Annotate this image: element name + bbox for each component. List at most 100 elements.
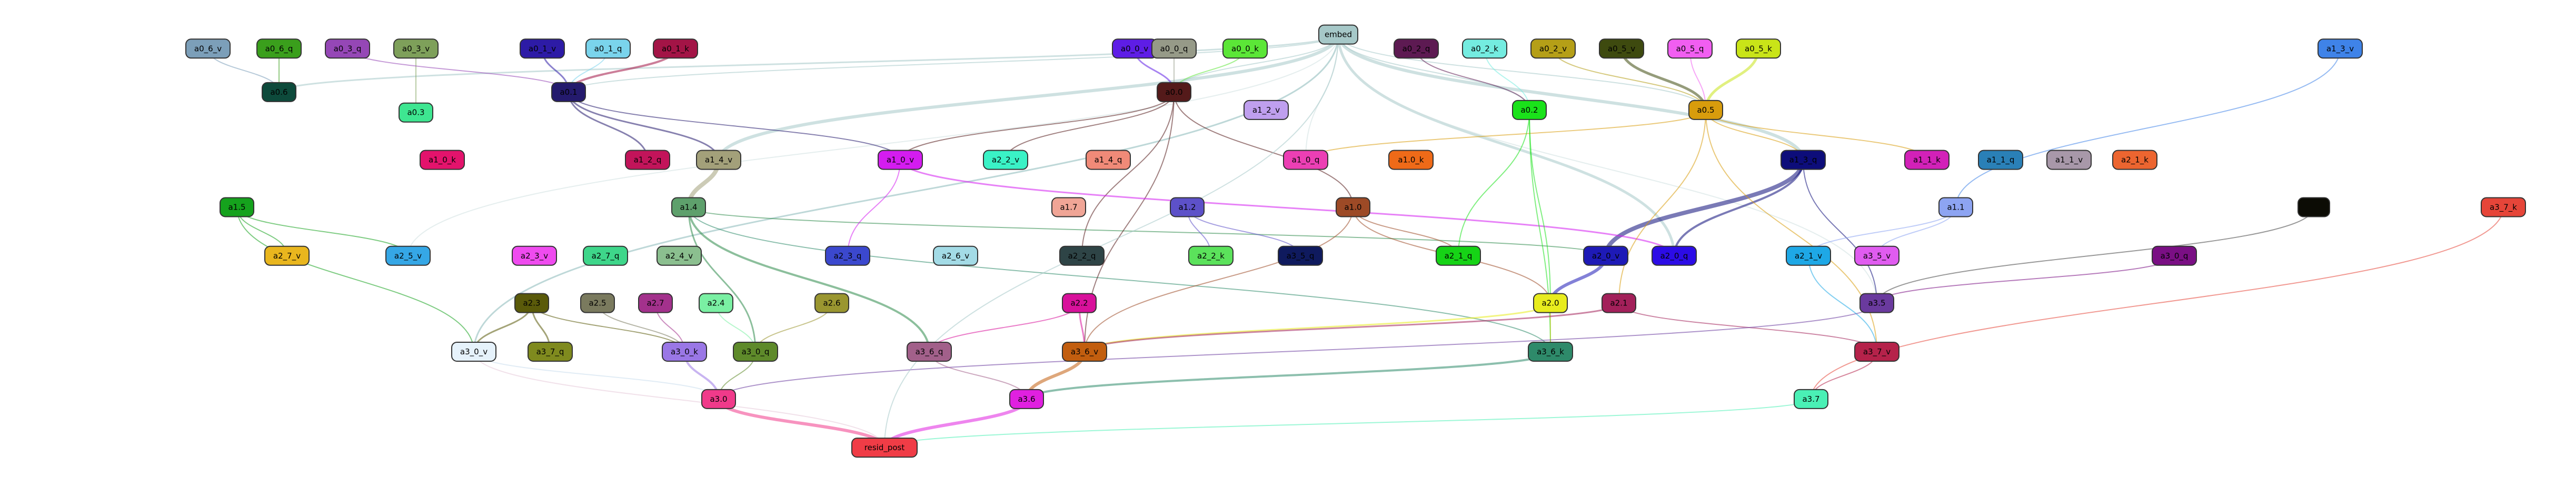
- node-a2-2-v[interactable]: a2_2_v: [983, 150, 1028, 170]
- node-a0-1-v[interactable]: a0_1_v: [520, 38, 565, 59]
- node-a2-3-q[interactable]: a2_3_q: [825, 245, 870, 266]
- node-a1-1-q[interactable]: a1_1_q: [1978, 150, 2023, 170]
- node-a0-0-q[interactable]: a0_0_q: [1151, 38, 1197, 59]
- node-embed[interactable]: embed: [1318, 24, 1358, 45]
- node-a1-1-k[interactable]: a1_1_k: [1904, 150, 1950, 170]
- node-a1-4-v[interactable]: a1_4_v: [696, 150, 741, 170]
- node-a2-7-q[interactable]: a2_7_q: [583, 245, 628, 266]
- node-box: [399, 102, 433, 123]
- node-a1-0[interactable]: a1.0: [1336, 197, 1370, 217]
- node-a1-1-v[interactable]: a1_1_v: [2046, 150, 2092, 170]
- node-a3-0-q2[interactable]: a3_0_q: [733, 341, 778, 362]
- edge-a1_0_v-to-a2_3_q: [847, 160, 901, 256]
- node-a2-6[interactable]: a2.6: [814, 293, 849, 313]
- node-a0-5-k[interactable]: a0_5_k: [1736, 38, 1781, 59]
- node-a3-6-v[interactable]: a3_6_v: [1062, 341, 1107, 362]
- node-a3-7[interactable]: a3.7: [1794, 389, 1828, 409]
- node-a1-5[interactable]: a1.5: [220, 197, 254, 217]
- edge-a1_0_v-to-a2_0_q: [899, 160, 1675, 256]
- node-a1-2-q[interactable]: a1_2_q: [625, 150, 670, 170]
- node-a0-0[interactable]: a0.0: [1157, 82, 1191, 102]
- node-a3-0[interactable]: a3.0: [701, 389, 736, 409]
- node-a3-6-q[interactable]: a3_6_q: [907, 341, 952, 362]
- node-a2-3[interactable]: a2.3: [514, 293, 549, 313]
- node-a2-5-v[interactable]: a2_5_v: [385, 245, 431, 266]
- node-a3-5[interactable]: a3.5: [1859, 293, 1894, 313]
- node-dark-box[interactable]: [2297, 197, 2330, 217]
- node-a2-4-v[interactable]: a2_4_v: [657, 245, 702, 266]
- node-a2-2-k[interactable]: a2_2_k: [1188, 245, 1234, 266]
- node-a2-1-q[interactable]: a2_1_q: [1436, 245, 1481, 266]
- node-resid-post[interactable]: resid_post: [851, 438, 918, 458]
- node-box: [1436, 245, 1481, 266]
- node-a1-0-q[interactable]: a1_0_q: [1283, 150, 1328, 170]
- node-a1-1[interactable]: a1.1: [1938, 197, 1973, 217]
- node-a2-1-k[interactable]: a2_1_k: [2112, 150, 2157, 170]
- node-a0-5-v[interactable]: a0_5_v: [1599, 38, 1644, 59]
- node-a2-2-q[interactable]: a2_2_q: [1059, 245, 1105, 266]
- node-a0-5-q[interactable]: a0_5_q: [1667, 38, 1713, 59]
- node-a3-7-k[interactable]: a3_7_k: [2481, 197, 2526, 217]
- node-a2-1-v[interactable]: a2_1_v: [1786, 245, 1831, 266]
- node-a2-7-v[interactable]: a2_7_v: [264, 245, 310, 266]
- node-a3-7-q[interactable]: a3_7_q: [528, 341, 573, 362]
- node-box: [2481, 197, 2526, 217]
- node-a0-6-q[interactable]: a0_6_q: [256, 38, 302, 59]
- edge-a0_1-to-a1_2_q: [568, 92, 649, 160]
- node-label: a2_2_v: [992, 155, 1019, 165]
- node-a3-7-v[interactable]: a3_7_v: [1854, 341, 1899, 362]
- node-label: a0_6_q: [265, 44, 293, 54]
- node-a3-6[interactable]: a3.6: [1009, 389, 1044, 409]
- node-box: [933, 245, 978, 266]
- node-a1-0-k2[interactable]: a1.0_k: [1388, 150, 1434, 170]
- node-a0-2-k[interactable]: a0_2_k: [1462, 38, 1507, 59]
- node-a0-2-q[interactable]: a0_2_q: [1394, 38, 1439, 59]
- node-a1-3-q[interactable]: a1_3_q: [1781, 150, 1826, 170]
- node-a2-4[interactable]: a2.4: [699, 293, 733, 313]
- node-box: [1462, 38, 1507, 59]
- node-a0-5[interactable]: a0.5: [1688, 100, 1723, 120]
- node-a1-0-v[interactable]: a1_0_v: [878, 150, 923, 170]
- node-a3-5-q[interactable]: a3_5_q: [1278, 245, 1323, 266]
- edge-a0_5_v-to-a0_5: [1620, 48, 1707, 111]
- node-a0-3-v[interactable]: a0_3_v: [393, 38, 439, 59]
- node-a1-4-q[interactable]: a1_4_q: [1086, 150, 1131, 170]
- node-a0-3[interactable]: a0.3: [399, 102, 433, 123]
- node-a3-0-q[interactable]: a3_0_q: [2152, 245, 2197, 266]
- node-a0-6[interactable]: a0.6: [262, 82, 296, 102]
- node-a2-7[interactable]: a2.7: [638, 293, 673, 313]
- node-a0-0-v[interactable]: a0_0_v: [1112, 38, 1157, 59]
- node-a2-6-v[interactable]: a2_6_v: [933, 245, 978, 266]
- node-a2-1[interactable]: a2.1: [1602, 293, 1636, 313]
- node-a0-2[interactable]: a0.2: [1512, 100, 1547, 120]
- node-a0-1[interactable]: a0.1: [551, 82, 586, 102]
- node-a2-0-v[interactable]: a2_0_v: [1583, 245, 1628, 266]
- node-a2-2[interactable]: a2.2: [1062, 293, 1097, 313]
- node-a0-2-v[interactable]: a0_2_v: [1530, 38, 1576, 59]
- node-a1-2-v[interactable]: a1_2_v: [1244, 100, 1289, 120]
- node-a3-5-v[interactable]: a3_5_v: [1854, 245, 1899, 266]
- node-a3-0-v[interactable]: a3_0_v: [451, 341, 496, 362]
- node-a1-3-v[interactable]: a1_3_v: [2318, 38, 2363, 59]
- node-a3-0-k[interactable]: a3_0_k: [662, 341, 707, 362]
- node-label: a2_5_v: [394, 251, 422, 261]
- node-a0-1-q[interactable]: a0_1_q: [585, 38, 631, 59]
- node-a1-2[interactable]: a1.2: [1170, 197, 1205, 217]
- node-a1-7[interactable]: a1.7: [1051, 197, 1086, 217]
- node-a2-3-v[interactable]: a2_3_v: [512, 245, 557, 266]
- edge-a1_4-to-a3_0_q2: [688, 207, 757, 352]
- node-a1-4[interactable]: a1.4: [671, 197, 706, 217]
- node-a3-6-k[interactable]: a3_6_k: [1528, 341, 1573, 362]
- node-label: a2.0: [1541, 299, 1559, 308]
- node-box: [638, 293, 673, 313]
- node-a0-6-v[interactable]: a0_6_v: [185, 38, 231, 59]
- node-a1-0-k[interactable]: a1_0_k: [420, 150, 465, 170]
- node-a0-1-k[interactable]: a0_1_k: [653, 38, 698, 59]
- node-a2-0[interactable]: a2.0: [1533, 293, 1568, 313]
- node-box: [1781, 150, 1826, 170]
- node-a2-0-q[interactable]: a2_0_q: [1652, 245, 1697, 266]
- node-a2-5[interactable]: a2.5: [580, 293, 615, 313]
- node-a0-3-q[interactable]: a0_3_q: [325, 38, 370, 59]
- node-a0-0-k[interactable]: a0_0_k: [1222, 38, 1268, 59]
- edge-a1_4-to-a3_6_q: [688, 207, 930, 352]
